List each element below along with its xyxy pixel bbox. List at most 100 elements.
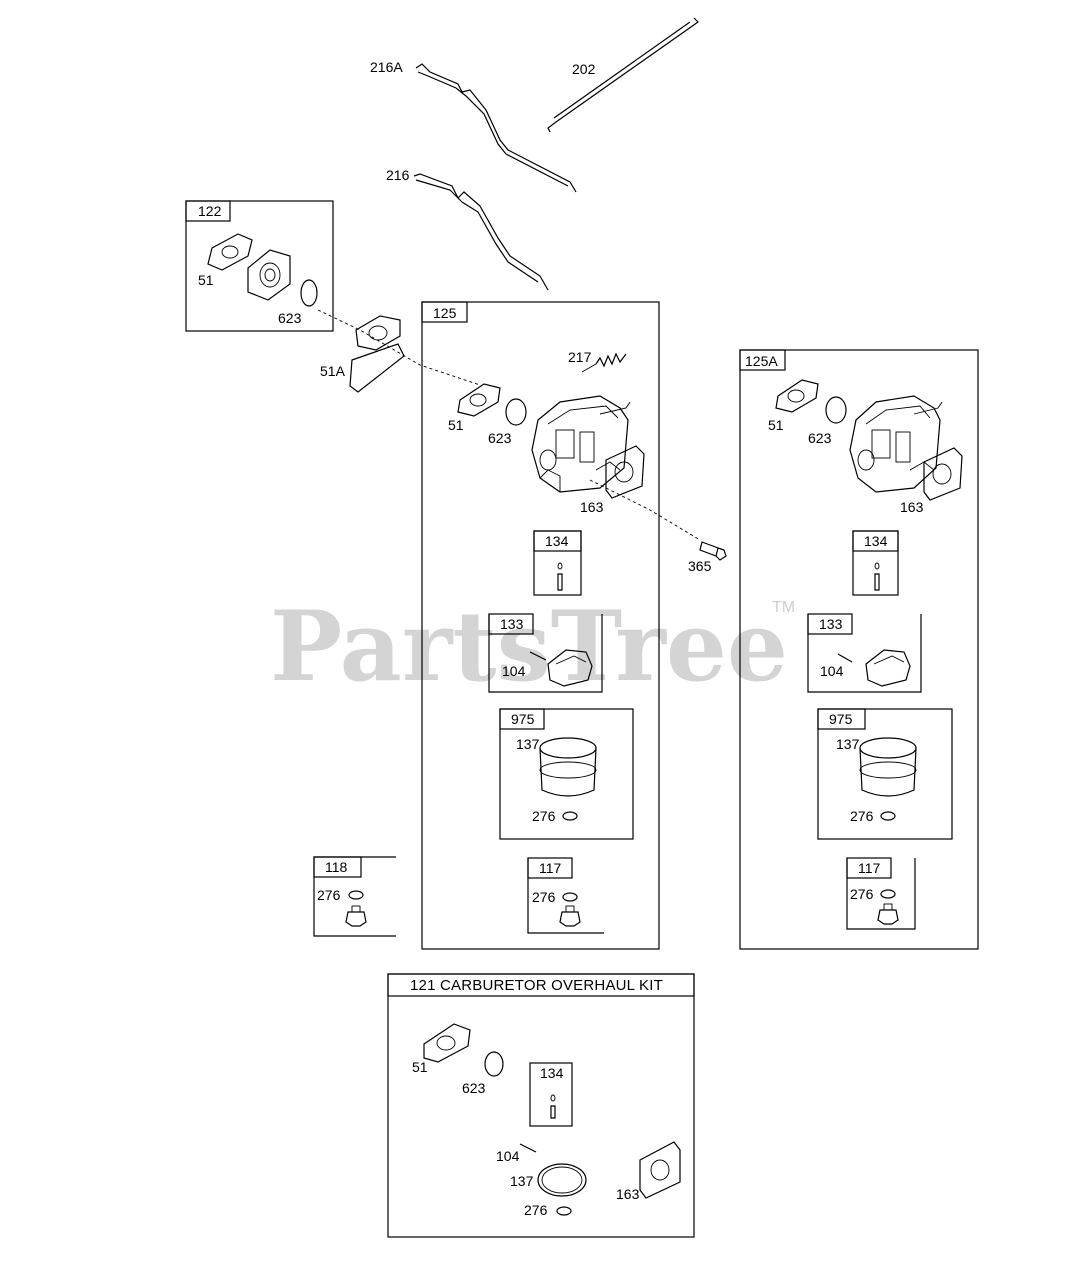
- label-104-kit[interactable]: 104: [496, 1148, 520, 1164]
- box-122-title-frame: [185, 200, 231, 222]
- sub-box-134-title-frame-125A: [852, 530, 899, 552]
- gasket-51-kit[interactable]: [423, 1023, 471, 1063]
- gasket-276-117-125[interactable]: [562, 892, 578, 902]
- screw-365[interactable]: [699, 541, 727, 561]
- bowl-nut-118[interactable]: [345, 905, 367, 927]
- box-125A-title[interactable]: 125A: [745, 353, 778, 369]
- gasket-276-117-125A[interactable]: [880, 889, 896, 899]
- label-623-122[interactable]: 623: [278, 310, 302, 326]
- label-623-125A[interactable]: 623: [808, 430, 832, 446]
- gasket-163-125A[interactable]: [923, 447, 963, 501]
- label-276-975-125[interactable]: 276: [532, 808, 556, 824]
- sub-box-133-title-frame-125: [488, 613, 534, 635]
- sub-box-134-title-frame-125: [533, 530, 582, 552]
- label-623-125[interactable]: 623: [488, 430, 512, 446]
- gasket-276-kit[interactable]: [556, 1206, 572, 1216]
- gasket-137-kit[interactable]: [537, 1163, 587, 1197]
- label-163-125A[interactable]: 163: [900, 499, 924, 515]
- label-276-975-125A[interactable]: 276: [850, 808, 874, 824]
- watermark: PartsTree: [270, 590, 788, 703]
- o-ring-623-kit[interactable]: [484, 1051, 504, 1077]
- label-163-125[interactable]: 163: [580, 499, 604, 515]
- label-137-kit[interactable]: 137: [510, 1173, 534, 1189]
- box-122: [185, 200, 334, 332]
- sub-box-133-title-125A[interactable]: 133: [819, 616, 843, 632]
- sub-box-117-125: [527, 858, 604, 934]
- sub-box-975-title-frame-125A: [817, 708, 866, 730]
- label-216A[interactable]: 216A: [370, 59, 403, 75]
- label-51-125A[interactable]: 51: [768, 417, 784, 433]
- needle-valve-134-kit[interactable]: [550, 1094, 556, 1119]
- carburetor-125[interactable]: [531, 395, 631, 493]
- label-51-122[interactable]: 51: [198, 272, 214, 288]
- label-276-kit[interactable]: 276: [524, 1202, 548, 1218]
- sub-box-117-title-125A[interactable]: 117: [858, 860, 881, 876]
- label-51-kit[interactable]: 51: [412, 1059, 428, 1075]
- spring-217[interactable]: [581, 352, 627, 373]
- sub-box-117-title-frame-125A: [846, 857, 892, 879]
- sub-box-134-title-kit[interactable]: 134: [540, 1065, 564, 1081]
- box-125A-title-frame: [739, 349, 786, 371]
- bowl-nut-117-125[interactable]: [559, 905, 581, 927]
- needle-valve-134-125A[interactable]: [874, 562, 880, 591]
- label-137-125A[interactable]: 137: [836, 736, 860, 752]
- sub-box-975-title-125[interactable]: 975: [511, 711, 535, 727]
- label-137-125[interactable]: 137: [516, 736, 540, 752]
- gasket-276-975-125A[interactable]: [880, 811, 896, 821]
- pin-104-kit[interactable]: [519, 1143, 537, 1153]
- box-125-title[interactable]: 125: [433, 305, 457, 321]
- o-ring-623-125[interactable]: [505, 398, 527, 426]
- gasket-163-kit[interactable]: [639, 1141, 681, 1199]
- sub-box-975-title-125A[interactable]: 975: [829, 711, 853, 727]
- bowl-nut-117-125A[interactable]: [877, 903, 899, 925]
- label-217[interactable]: 217: [568, 349, 592, 365]
- gasket-163-125[interactable]: [605, 445, 645, 499]
- float-bowl-137-125[interactable]: [539, 737, 597, 797]
- kit-121-title[interactable]: 121 CARBURETOR OVERHAUL KIT: [410, 977, 663, 994]
- float-133-125[interactable]: [547, 649, 593, 687]
- label-276-117-125[interactable]: 276: [532, 889, 556, 905]
- carburetor-125A[interactable]: [849, 395, 943, 493]
- sub-box-975-125: [499, 708, 634, 840]
- sub-box-133-title-125[interactable]: 133: [500, 616, 524, 632]
- label-216[interactable]: 216: [386, 167, 410, 183]
- rod-216A[interactable]: [415, 63, 577, 193]
- label-202[interactable]: 202: [572, 61, 596, 77]
- rod-216[interactable]: [413, 173, 549, 291]
- sub-box-133-125A: [807, 614, 922, 693]
- sub-box-133-125: [488, 614, 603, 693]
- label-276-118[interactable]: 276: [317, 887, 341, 903]
- label-623-kit[interactable]: 623: [462, 1080, 486, 1096]
- float-bowl-137-125A[interactable]: [859, 737, 917, 797]
- needle-valve-134-125[interactable]: [557, 562, 563, 591]
- float-133-125A[interactable]: [865, 649, 911, 687]
- rod-202[interactable]: [547, 17, 699, 133]
- gasket-276-975-125[interactable]: [562, 811, 578, 821]
- gasket-51-125[interactable]: [457, 383, 501, 417]
- sub-box-134-title-125[interactable]: 134: [545, 533, 569, 549]
- box-122-title[interactable]: 122: [198, 203, 222, 219]
- gasket-51-125A[interactable]: [775, 379, 819, 413]
- label-276-117-125A[interactable]: 276: [850, 886, 874, 902]
- label-365[interactable]: 365: [688, 558, 712, 574]
- gasket-276-118[interactable]: [348, 890, 364, 900]
- gasket-51A[interactable]: [349, 315, 405, 393]
- label-104-125A[interactable]: 104: [820, 663, 844, 679]
- kit-121-title-frame: [387, 973, 695, 997]
- o-ring-623-122[interactable]: [300, 279, 318, 307]
- adapter-122[interactable]: [247, 249, 291, 301]
- gasket-51-122[interactable]: [207, 233, 253, 271]
- alignment-line-lower: [589, 479, 701, 541]
- label-163-kit[interactable]: 163: [616, 1186, 640, 1202]
- o-ring-623-125A[interactable]: [825, 396, 847, 424]
- sub-box-134-title-125A[interactable]: 134: [864, 533, 888, 549]
- label-51A[interactable]: 51A: [320, 363, 346, 379]
- pin-104-125A[interactable]: [837, 653, 853, 663]
- box-125-title-frame: [421, 301, 468, 323]
- pin-104-125[interactable]: [529, 651, 547, 661]
- label-104-125[interactable]: 104: [502, 663, 526, 679]
- sub-box-117-title-125[interactable]: 117: [539, 860, 562, 876]
- box-118-title[interactable]: 118: [325, 859, 348, 875]
- label-51-125[interactable]: 51: [448, 417, 464, 433]
